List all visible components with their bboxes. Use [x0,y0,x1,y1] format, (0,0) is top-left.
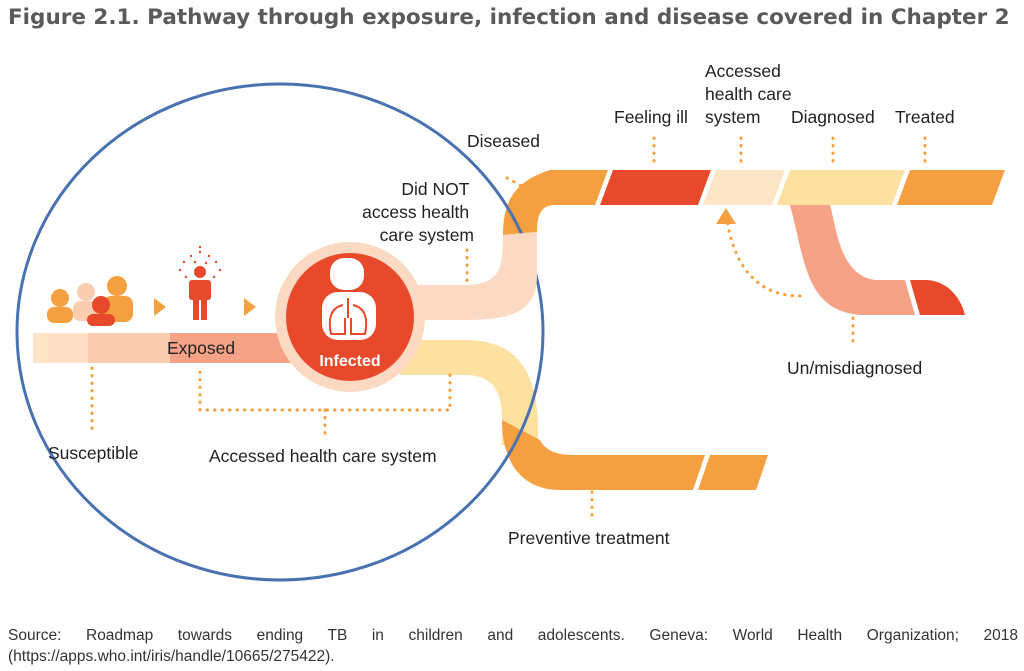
band-preventive-yellow [400,340,538,445]
label-feeling-ill: Feeling ill [614,107,688,127]
bar-segment-susceptible-1 [33,333,48,363]
label-diagnosed: Diagnosed [791,107,875,127]
lower-bands [400,340,768,490]
infected-label: Infected [319,353,380,370]
bar-segment-susceptible-2 [48,333,88,363]
arrow-up-icon [716,208,736,224]
label-accessed-health-care-line: health care [705,84,792,104]
band-accessed-health-care [703,170,785,205]
band-un-misdiagnosed-curve [790,205,915,315]
label-accessed-health-care-system: Accessed health care system [209,446,437,466]
label-did-not-access: Did NOT access health care system [362,179,474,245]
label-accessed-health-care: Accessed health care system [705,61,796,127]
label-did-not-access-line: Did NOT [401,179,469,199]
label-accessed-health-care-line: system [705,107,760,127]
label-treated: Treated [895,107,955,127]
band-treated [897,170,1005,205]
band-diagnosed [777,170,905,205]
bar-segment-susceptible-3 [88,333,170,363]
pathway-diagram: Infected [15,61,1005,582]
band-preventive-orange-end [698,455,768,490]
label-preventive-treatment: Preventive treatment [508,528,670,548]
band-un-misdiagnosed-end [910,280,965,315]
label-susceptible: Susceptible [48,443,138,463]
lungs-icon [328,298,368,335]
exposed-person-icon [178,245,222,320]
label-exposed: Exposed [167,338,235,358]
band-diseased [503,170,608,235]
label-did-not-access-line: access health [362,202,469,222]
arrow-right-icon [244,298,256,316]
band-feeling-ill [600,170,711,205]
source-note: Source: Roadmap towards ending TB in chi… [8,627,1018,665]
population-circle [15,82,545,582]
upper-bands [503,170,1005,315]
label-diseased: Diseased [467,131,540,151]
arrow-right-icon [154,298,166,316]
people-group-icon [47,276,133,326]
figure-title: Figure 2.1. Pathway through exposure, in… [8,5,1010,30]
dotted-connectors [90,136,927,522]
label-un-misdiagnosed: Un/misdiagnosed [787,358,922,378]
band-did-not-access [400,232,537,320]
label-accessed-health-care-line: Accessed [705,61,781,81]
band-preventive-orange [502,420,705,490]
label-did-not-access-line: care system [380,225,474,245]
